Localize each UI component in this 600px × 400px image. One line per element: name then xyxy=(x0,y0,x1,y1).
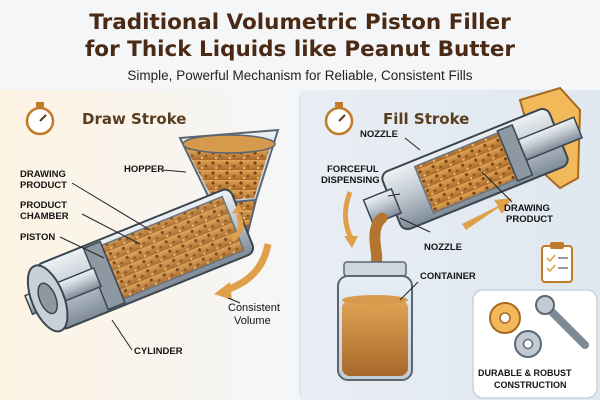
fill-stroke-heading: Fill Stroke xyxy=(383,110,470,128)
piston-label: PISTON xyxy=(20,232,56,243)
forceful-dispensing-label-1: FORCEFUL xyxy=(327,164,379,175)
draw-stroke-heading: Draw Stroke xyxy=(82,110,187,128)
clipboard-checklist-icon xyxy=(541,242,573,283)
nozzle-bottom-label: NOZZLE xyxy=(424,242,462,253)
durable-label-2: CONSTRUCTION xyxy=(494,380,567,390)
stopwatch-icon-left xyxy=(25,102,55,136)
subtitle: Simple, Powerful Mechanism for Reliable,… xyxy=(127,68,473,83)
wrench-icon xyxy=(535,295,589,349)
nozzle-top-label: NOZZLE xyxy=(360,129,398,140)
title-line-2: for Thick Liquids like Peanut Butter xyxy=(84,37,516,62)
gear-icon-2 xyxy=(514,330,542,358)
durable-label-1: DURABLE & ROBUST xyxy=(478,368,572,378)
container-label: CONTAINER xyxy=(420,271,476,282)
hopper-label: HOPPER xyxy=(124,164,165,175)
drawing-product-label-2: PRODUCT xyxy=(20,180,67,191)
cylinder-label: CYLINDER xyxy=(134,346,183,357)
product-chamber-label-1: PRODUCT xyxy=(20,200,67,211)
drawing-product-right-label-2: PRODUCT xyxy=(506,214,553,225)
title-line-1: Traditional Volumetric Piston Filler xyxy=(89,10,511,35)
product-chamber-label-2: CHAMBER xyxy=(20,211,69,222)
drawing-product-right-label-1: DRAWING xyxy=(504,203,550,214)
gear-icon xyxy=(489,302,521,334)
consistent-volume-label-1: Consistent xyxy=(228,302,280,314)
consistent-volume-label-2: Volume xyxy=(234,315,271,327)
forceful-dispensing-label-2: DISPENSING xyxy=(321,175,380,186)
drawing-product-label-1: DRAWING xyxy=(20,169,66,180)
stopwatch-icon-right xyxy=(324,102,354,136)
